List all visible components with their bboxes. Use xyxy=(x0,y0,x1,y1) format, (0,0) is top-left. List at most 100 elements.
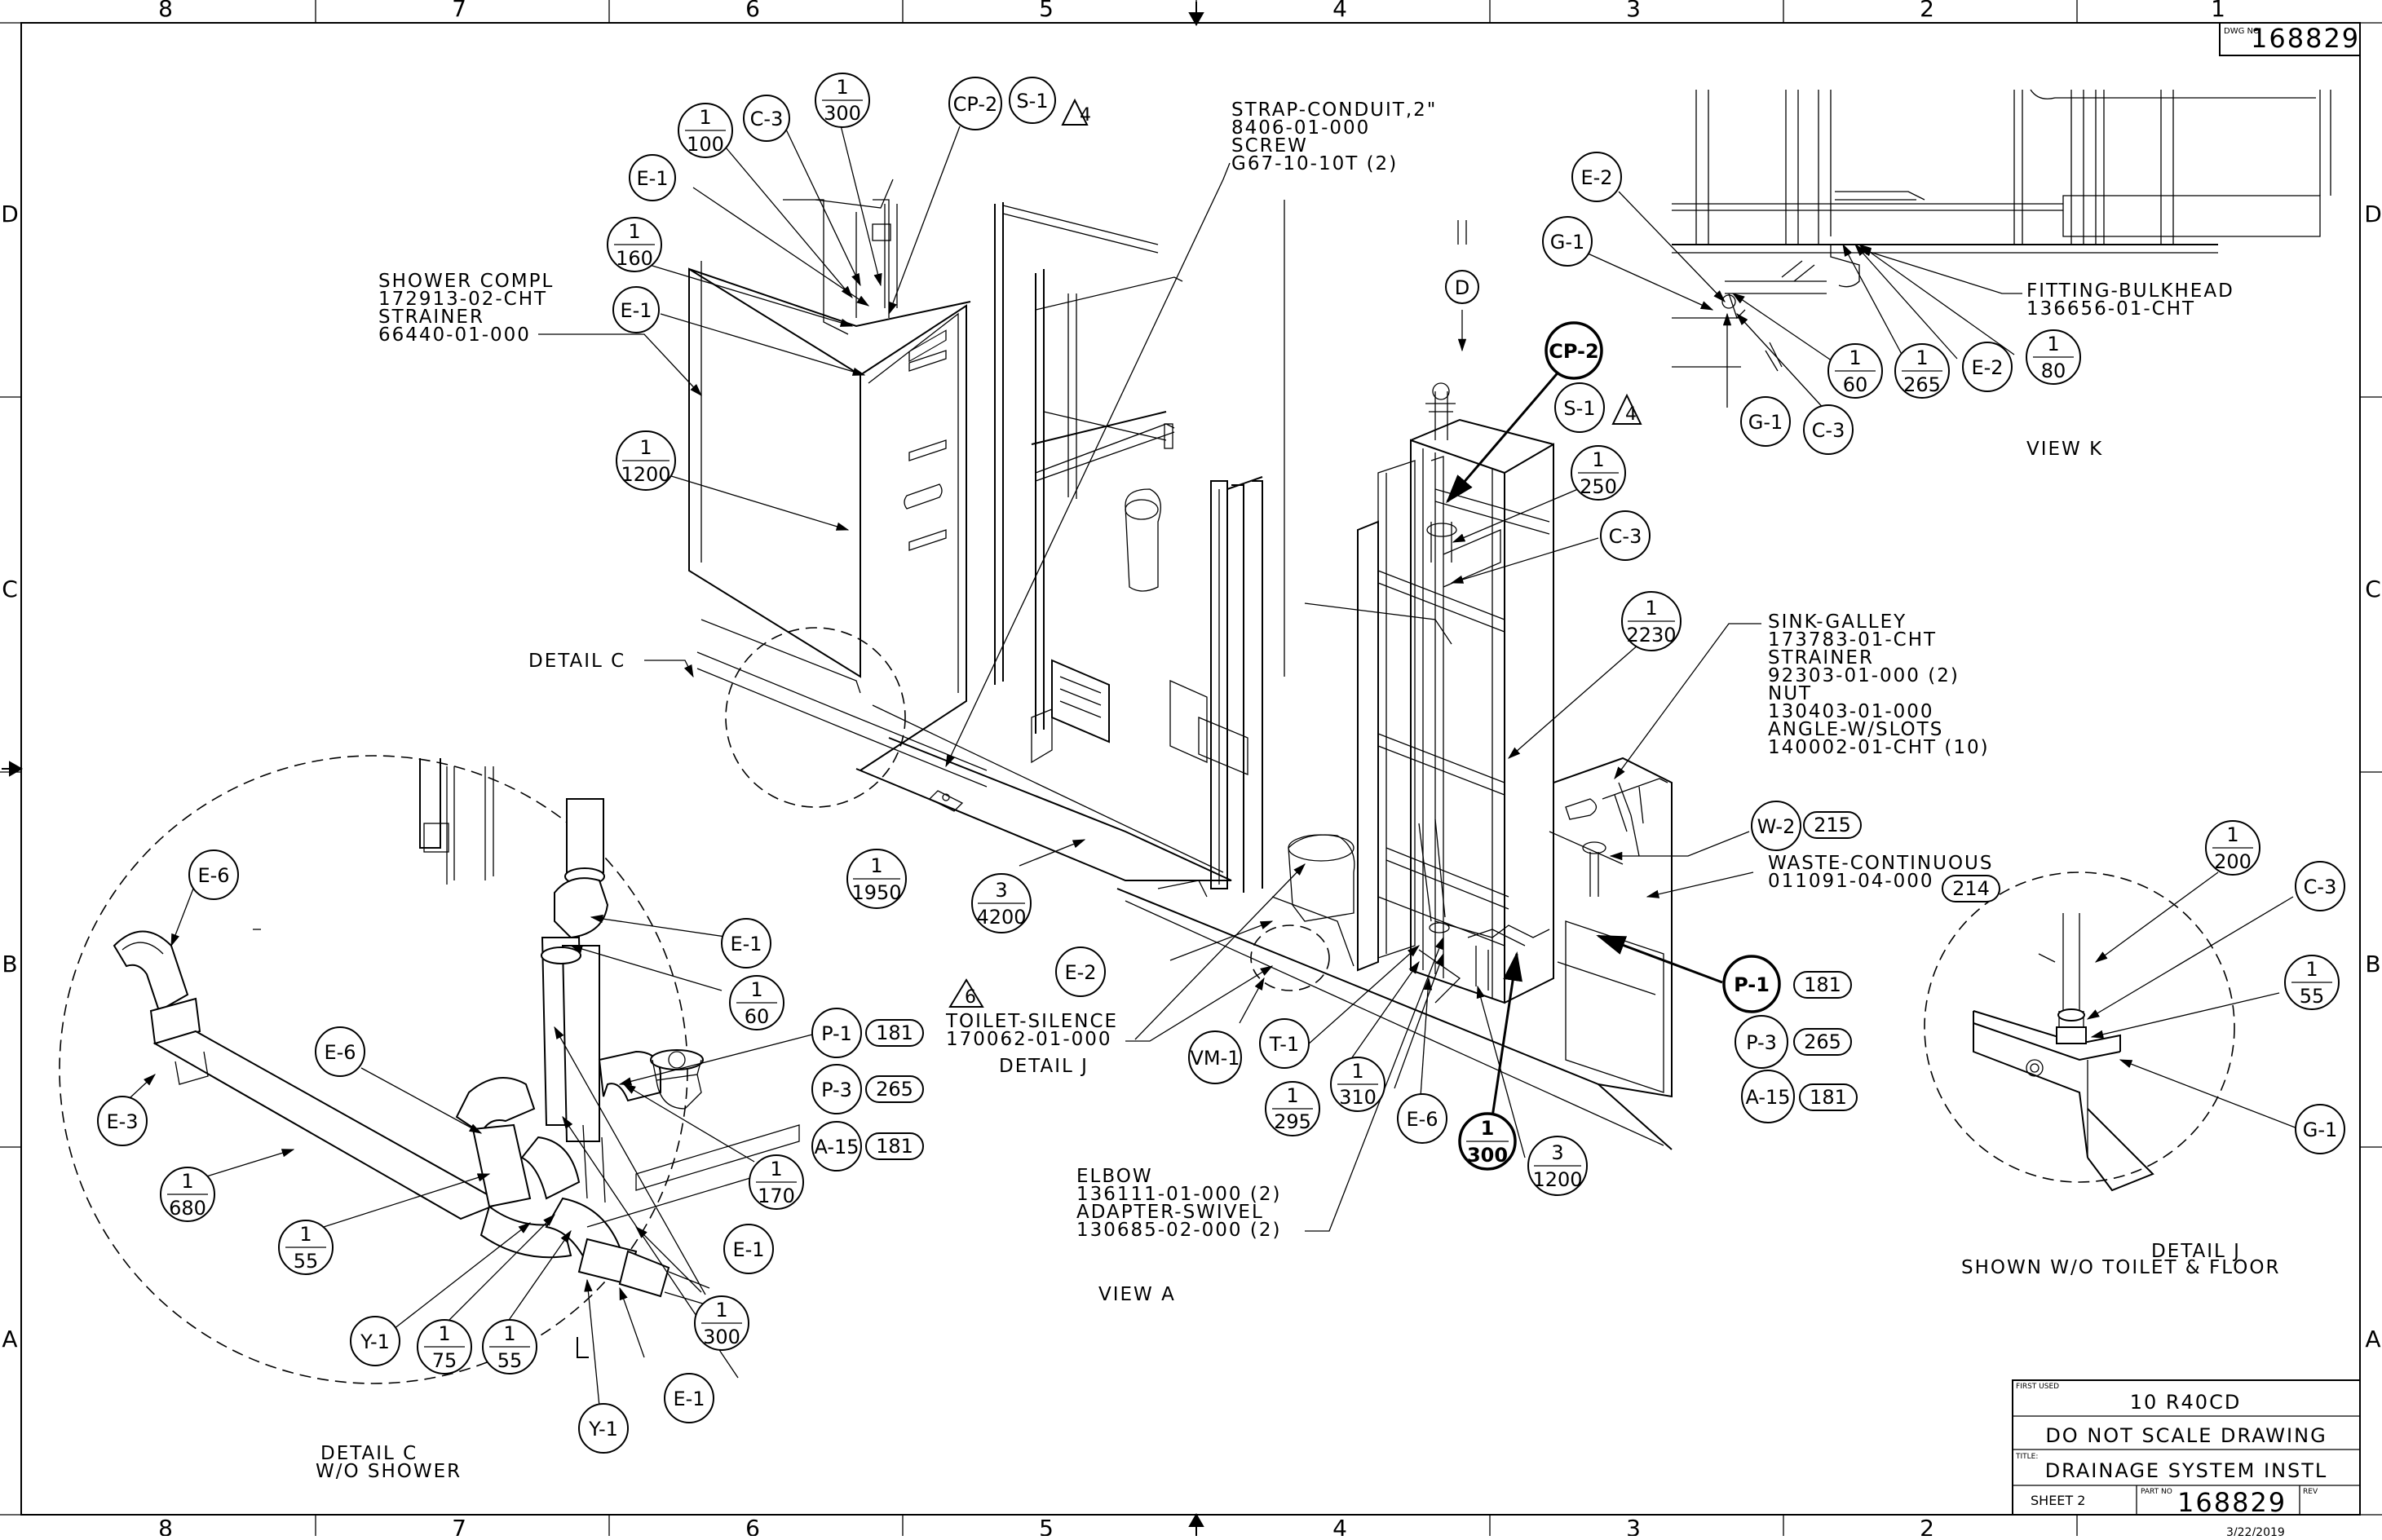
bubble-e1: E-1 xyxy=(721,918,771,969)
svg-text:1: 1 xyxy=(299,1223,312,1246)
svg-text:SCREW: SCREW xyxy=(1231,135,1308,157)
bubble-e6: E-6 xyxy=(315,1026,365,1077)
svg-text:E-1: E-1 xyxy=(636,167,668,190)
bubble-e2: E-2 xyxy=(1962,342,2013,392)
svg-text:4: 4 xyxy=(1625,404,1637,425)
zone-col-label: 5 xyxy=(1039,0,1054,22)
flag-triangle-4: 4 xyxy=(1611,393,1642,425)
svg-text:CP-2: CP-2 xyxy=(1549,340,1598,363)
bubble-s1: S-1 xyxy=(1554,382,1605,433)
svg-text:ELBOW: ELBOW xyxy=(1076,1166,1153,1187)
pill-181: 181 xyxy=(1793,971,1852,999)
svg-text:173783-01-CHT: 173783-01-CHT xyxy=(1768,629,1937,651)
zone-col-label: 4 xyxy=(1332,1515,1347,1536)
dwg-no-label: DWG NO xyxy=(2224,27,2260,36)
svg-text:1: 1 xyxy=(1916,346,1928,369)
svg-text:VM-1: VM-1 xyxy=(1190,1047,1240,1070)
svg-text:1: 1 xyxy=(1481,1117,1495,1140)
svg-text:NUT: NUT xyxy=(1768,683,1812,704)
bubble-p1: P-1 xyxy=(811,1008,862,1058)
detail-c-illustration xyxy=(59,755,800,1384)
svg-text:130685-02-000 (2): 130685-02-000 (2) xyxy=(1076,1220,1281,1241)
svg-text:A-15: A-15 xyxy=(1745,1086,1790,1109)
svg-text:A-15: A-15 xyxy=(814,1136,859,1158)
svg-text:STRAINER: STRAINER xyxy=(1768,647,1874,669)
svg-text:E-1: E-1 xyxy=(732,1238,764,1261)
svg-text:1: 1 xyxy=(715,1299,727,1322)
svg-text:1: 1 xyxy=(750,978,762,1001)
svg-text:E-2: E-2 xyxy=(1580,166,1612,189)
svg-text:200: 200 xyxy=(2214,850,2252,873)
svg-text:310: 310 xyxy=(1339,1086,1377,1109)
svg-text:011091-04-000: 011091-04-000 xyxy=(1768,871,1934,892)
zone-col-label: 2 xyxy=(1920,1515,1934,1536)
svg-text:181: 181 xyxy=(1810,1086,1847,1109)
svg-text:181: 181 xyxy=(1804,973,1841,996)
svg-text:215: 215 xyxy=(1814,814,1851,836)
zone-row-label: A xyxy=(2,1326,17,1352)
svg-text:300: 300 xyxy=(703,1326,740,1348)
view-k-label: VIEW K xyxy=(2026,439,2103,460)
bubble-cp2: CP-2 xyxy=(1545,321,1603,380)
zone-col-label: 6 xyxy=(745,0,760,22)
svg-text:265: 265 xyxy=(1804,1030,1841,1053)
zone-col-label: 6 xyxy=(745,1515,760,1536)
detail-j-callout: DETAIL J xyxy=(999,1056,1089,1077)
bubble-g1: G-1 xyxy=(1740,396,1791,447)
zone-row-label: A xyxy=(2365,1326,2380,1352)
svg-text:80: 80 xyxy=(2041,360,2066,382)
note-strap-conduit: STRAP-CONDUIT,2" 8406-01-000 SCREW G67-1… xyxy=(1231,99,1437,174)
svg-text:E-6: E-6 xyxy=(324,1041,356,1064)
svg-text:STRAP-CONDUIT,2": STRAP-CONDUIT,2" xyxy=(1231,99,1437,121)
view-a-illustration xyxy=(688,179,1673,1150)
svg-text:136111-01-000 (2): 136111-01-000 (2) xyxy=(1076,1184,1281,1205)
bubble-e1: E-1 xyxy=(664,1373,714,1423)
svg-text:75: 75 xyxy=(432,1349,457,1372)
view-a-label: VIEW A xyxy=(1098,1284,1176,1305)
svg-text:E-6: E-6 xyxy=(1406,1108,1438,1131)
svg-text:680: 680 xyxy=(169,1197,206,1220)
pill-265: 265 xyxy=(865,1075,924,1103)
svg-text:E-1: E-1 xyxy=(730,933,762,955)
svg-text:1: 1 xyxy=(2226,823,2238,846)
note-toilet-silence: TOILET-SILENCE 170062-01-000 xyxy=(945,1011,1118,1050)
drawing-title: DRAINAGE SYSTEM INSTL xyxy=(2045,1459,2328,1482)
bubble-t1: T-1 xyxy=(1259,1018,1310,1069)
svg-text:130403-01-000: 130403-01-000 xyxy=(1768,701,1934,722)
svg-text:1: 1 xyxy=(770,1158,782,1180)
svg-text:P-3: P-3 xyxy=(1746,1031,1777,1054)
svg-text:170: 170 xyxy=(758,1185,795,1207)
bubble-1-60: 160 xyxy=(1827,343,1883,399)
svg-text:D: D xyxy=(1455,276,1469,299)
pill-215: 215 xyxy=(1803,811,1862,839)
detail-c-title: DETAIL C xyxy=(320,1443,418,1464)
zone-row-label: B xyxy=(2,951,17,977)
note-waste-continuous: WASTE-CONTINUOUS 011091-04-000 xyxy=(1768,853,1993,892)
bubble-y1: Y-1 xyxy=(578,1403,629,1454)
svg-text:CP-2: CP-2 xyxy=(953,93,998,116)
part-no-label: PART NO xyxy=(2141,1488,2172,1496)
bubble-a15: A-15 xyxy=(1741,1070,1795,1123)
note-sink-galley: SINK-GALLEY 173783-01-CHT STRAINER 92303… xyxy=(1768,611,1990,758)
svg-text:140002-01-CHT (10): 140002-01-CHT (10) xyxy=(1768,737,1990,758)
bubble-y1: Y-1 xyxy=(350,1316,400,1366)
zone-col-label: 5 xyxy=(1039,1515,1054,1536)
bubble-1-200: 1200 xyxy=(2205,820,2260,876)
pill-214: 214 xyxy=(1942,875,2000,902)
svg-text:S-1: S-1 xyxy=(1016,90,1048,113)
svg-text:TOILET-SILENCE: TOILET-SILENCE xyxy=(945,1011,1118,1032)
zone-row-label: D xyxy=(2364,201,2382,227)
svg-text:WASTE-CONTINUOUS: WASTE-CONTINUOUS xyxy=(1768,853,1993,874)
svg-text:FITTING-BULKHEAD: FITTING-BULKHEAD xyxy=(2026,280,2234,302)
bubble-1-55: 155 xyxy=(2284,955,2340,1010)
svg-text:C-3: C-3 xyxy=(2304,876,2337,898)
